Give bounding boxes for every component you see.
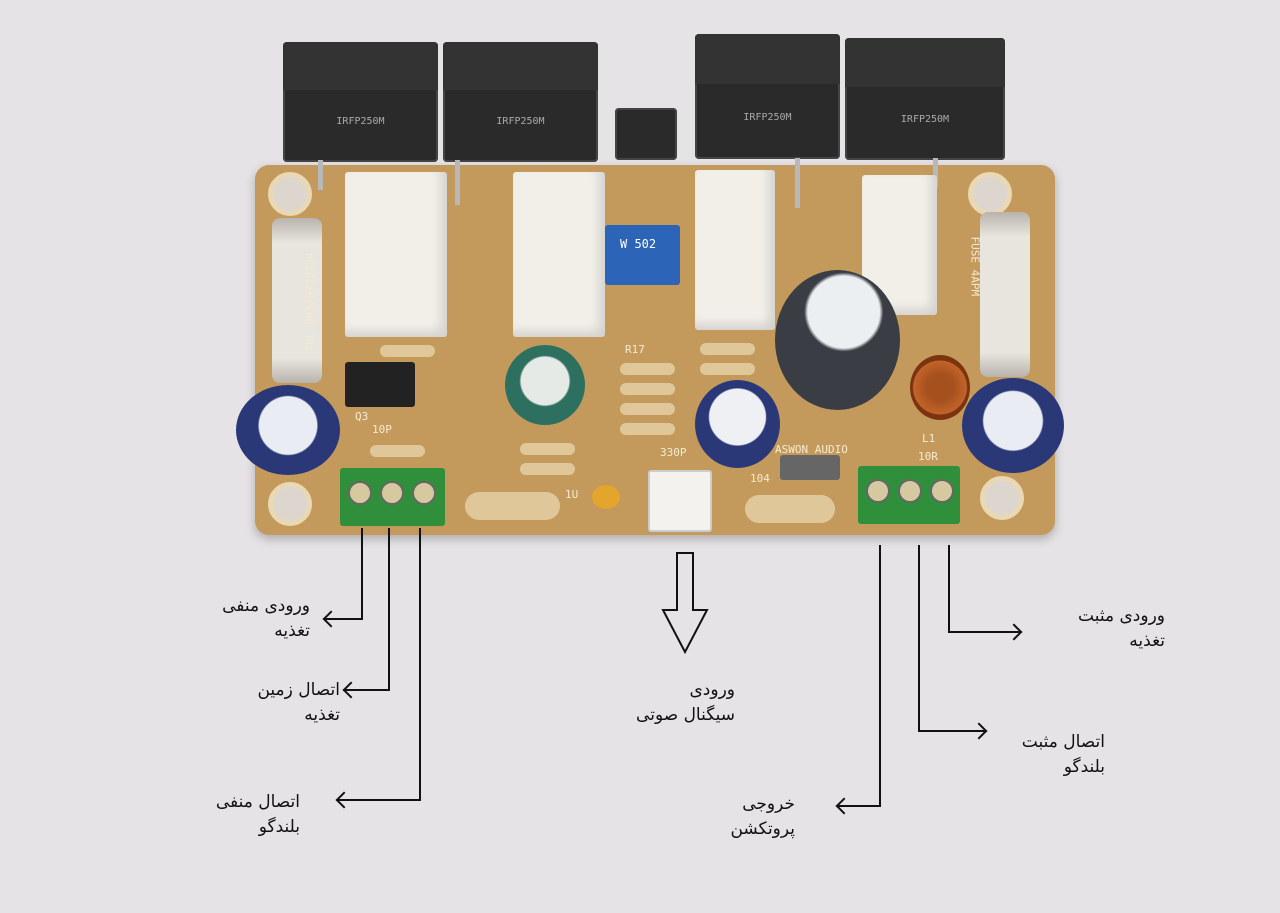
arrow-left-icon bbox=[335, 791, 353, 809]
screw bbox=[898, 479, 922, 503]
resistor bbox=[380, 345, 435, 357]
1u-text: 1U bbox=[565, 488, 579, 501]
lead bbox=[933, 158, 938, 188]
resistor bbox=[620, 403, 675, 415]
mount-hole bbox=[980, 476, 1024, 520]
330p-text: 330P bbox=[660, 446, 687, 459]
resistor bbox=[700, 343, 755, 355]
capacitor-yellow bbox=[592, 485, 620, 509]
power-transistor-2: IRFP250M bbox=[443, 42, 598, 162]
power-terminal-block[interactable] bbox=[340, 468, 445, 526]
screw bbox=[412, 481, 436, 505]
callout-line bbox=[325, 618, 363, 620]
speaker-terminal-block[interactable] bbox=[858, 466, 960, 524]
capacitor-green bbox=[505, 345, 585, 425]
inductor-coil bbox=[910, 355, 970, 420]
capacitor-large bbox=[775, 270, 900, 410]
power-resistor bbox=[745, 495, 835, 523]
callout-line bbox=[918, 730, 985, 732]
arrow-down-icon bbox=[661, 552, 709, 654]
transistor-small bbox=[345, 362, 415, 407]
cap-box-104 bbox=[780, 455, 840, 480]
fuse-left bbox=[272, 218, 322, 383]
lead bbox=[795, 158, 800, 208]
trimmer-potentiometer: W 502 bbox=[605, 225, 680, 285]
q3-text: Q3 bbox=[355, 410, 369, 423]
104-text: 104 bbox=[750, 472, 770, 485]
arrow-right-icon bbox=[970, 722, 988, 740]
power-transistor-4: IRFP250M bbox=[845, 38, 1005, 160]
screw bbox=[348, 481, 372, 505]
callout-line bbox=[361, 528, 363, 620]
resistor bbox=[620, 423, 675, 435]
callout-line bbox=[918, 545, 920, 732]
cement-resistor bbox=[345, 172, 447, 337]
mount-hole bbox=[268, 172, 312, 216]
arrow-left-icon bbox=[835, 797, 853, 815]
resistor bbox=[370, 445, 425, 457]
brand-text: ASWON AUDIO bbox=[775, 443, 848, 456]
cement-resistor bbox=[695, 170, 775, 330]
resistor bbox=[520, 463, 575, 475]
capacitor-middle bbox=[695, 380, 780, 468]
callout-line bbox=[948, 545, 950, 633]
tel-text: TEL 09375728754 bbox=[303, 252, 317, 352]
fuse-text: FUSE 4APM bbox=[968, 236, 982, 297]
arrow-left-icon bbox=[322, 610, 340, 628]
resistor bbox=[620, 363, 675, 375]
10p-text: 10P bbox=[372, 423, 392, 436]
capacitor-right bbox=[962, 378, 1064, 473]
r17-text: R17 bbox=[625, 343, 645, 356]
power-resistor bbox=[465, 492, 560, 520]
callout-line bbox=[948, 631, 1020, 633]
lead bbox=[318, 160, 323, 190]
cement-resistor bbox=[513, 172, 605, 337]
10r-text: 10R bbox=[918, 450, 938, 463]
callout-line bbox=[419, 528, 421, 801]
callout-line bbox=[345, 689, 390, 691]
screw bbox=[930, 479, 954, 503]
capacitor-left bbox=[236, 385, 340, 475]
callout-line bbox=[338, 799, 421, 801]
screw bbox=[380, 481, 404, 505]
callout-line bbox=[838, 805, 881, 807]
resistor bbox=[620, 383, 675, 395]
screw bbox=[866, 479, 890, 503]
signal-input-connector[interactable] bbox=[648, 470, 712, 532]
mount-hole bbox=[968, 172, 1012, 216]
resistor bbox=[700, 363, 755, 375]
power-transistor-1: IRFP250M bbox=[283, 42, 438, 162]
callout-line bbox=[879, 545, 881, 807]
power-transistor-3: IRFP250M bbox=[695, 34, 840, 159]
fuse-right bbox=[980, 212, 1030, 377]
lead bbox=[455, 160, 460, 205]
resistor bbox=[520, 443, 575, 455]
regulator-transistor bbox=[615, 108, 677, 160]
callout-line bbox=[388, 528, 390, 691]
arrow-left-icon bbox=[342, 681, 360, 699]
mount-hole bbox=[268, 482, 312, 526]
l1-text: L1 bbox=[922, 432, 936, 445]
arrow-right-icon bbox=[1005, 623, 1023, 641]
